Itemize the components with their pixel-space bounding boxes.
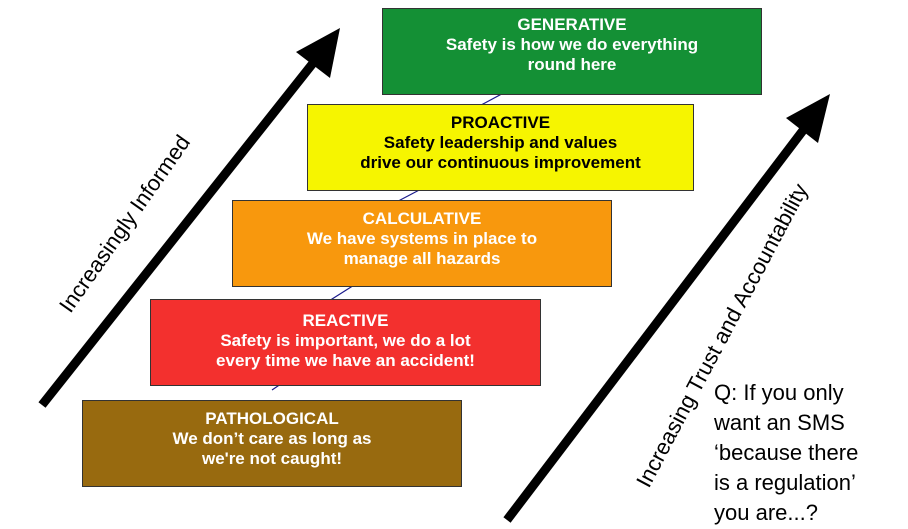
question-line: ‘because there bbox=[714, 440, 859, 465]
left-big-arrow bbox=[38, 28, 340, 408]
step-text: Safety is how we do everything bbox=[445, 35, 699, 54]
right-big-arrow bbox=[503, 94, 830, 523]
step-proactive: PROACTIVE Safety leadership and values d… bbox=[307, 104, 694, 191]
step-text: Safety leadership and values bbox=[383, 133, 618, 152]
step-generative: GENERATIVE Safety is how we do everythin… bbox=[382, 8, 762, 95]
step-title: CALCULATIVE bbox=[362, 209, 482, 228]
step-title: PATHOLOGICAL bbox=[205, 409, 339, 428]
step-text: drive our continuous improvement bbox=[360, 153, 641, 172]
step-title: GENERATIVE bbox=[517, 15, 627, 34]
step-pathological: PATHOLOGICAL We don’t care as long as we… bbox=[82, 400, 462, 487]
step-calculative: CALCULATIVE We have systems in place to … bbox=[232, 200, 612, 287]
step-title: REACTIVE bbox=[302, 311, 389, 330]
step-reactive: REACTIVE Safety is important, we do a lo… bbox=[150, 299, 541, 386]
question-text: Q: If you only want an SMS ‘because ther… bbox=[714, 378, 904, 528]
step-text: Safety is important, we do a lot bbox=[220, 331, 471, 350]
step-text: We don’t care as long as bbox=[172, 429, 372, 448]
step-title: PROACTIVE bbox=[450, 113, 551, 132]
step-text: We have systems in place to bbox=[306, 229, 538, 248]
step-text: manage all hazards bbox=[343, 249, 501, 268]
question-line: you are...? bbox=[714, 500, 818, 525]
step-text: we're not caught! bbox=[201, 449, 343, 468]
question-line: want an SMS bbox=[714, 410, 845, 435]
question-line: Q: If you only bbox=[714, 380, 844, 405]
step-text: round here bbox=[527, 55, 617, 74]
step-text: every time we have an accident! bbox=[216, 351, 475, 370]
question-line: is a regulation’ bbox=[714, 470, 856, 495]
